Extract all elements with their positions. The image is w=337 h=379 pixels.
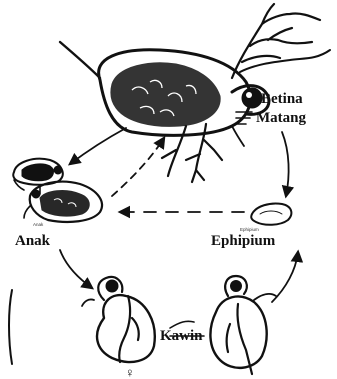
label-kawin: Kawin: [160, 328, 203, 344]
label-ephipium: Ephipium: [211, 233, 276, 249]
label-betina: Betina: [261, 91, 303, 107]
young-daphnia-group: [13, 159, 102, 222]
ephippium: [251, 203, 291, 224]
page-edge-mark: [9, 290, 12, 364]
female-symbol: ♀: [125, 365, 135, 379]
arrow-young-to-mating: [60, 250, 92, 288]
mating-male-daphnia: [210, 276, 276, 374]
label-anak: Anak: [15, 233, 51, 249]
arrow-female-to-young: [70, 128, 126, 164]
arrow-female-to-ephippium: [282, 132, 289, 196]
ephippium-caption: Ephipium: [240, 227, 259, 232]
young-caption: Anak: [33, 222, 44, 227]
arrow-young-to-female: [112, 138, 164, 196]
mating-female-daphnia: [82, 277, 155, 362]
label-matang: Matang: [256, 110, 306, 126]
arrow-mating-to-ephippium: [272, 252, 298, 302]
